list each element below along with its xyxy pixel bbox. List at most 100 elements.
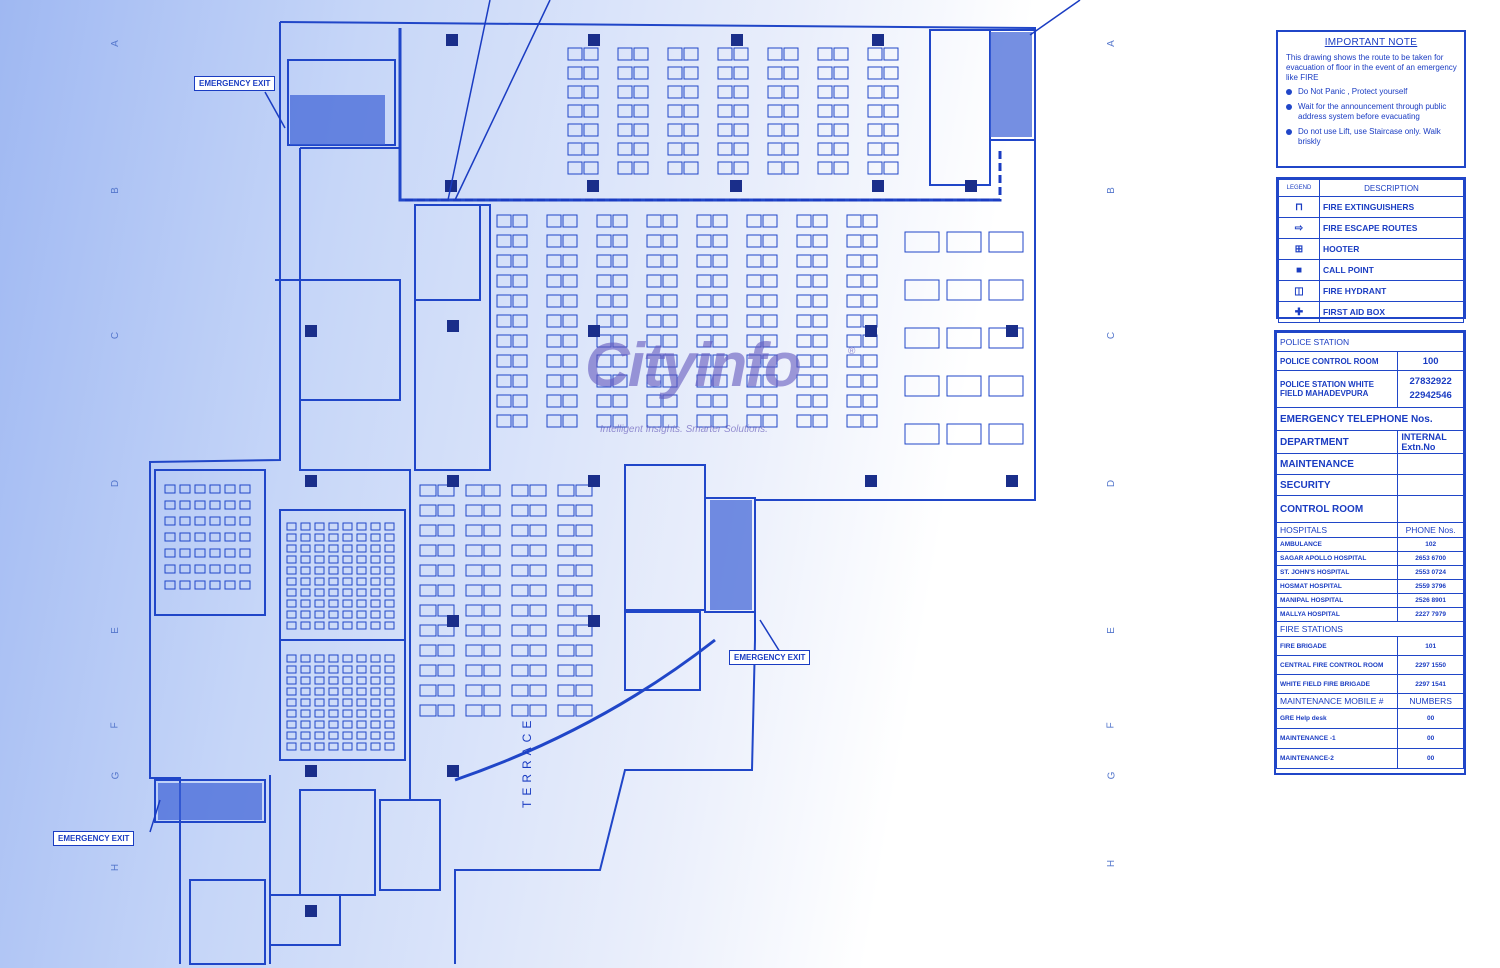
seat [384,709,395,718]
workstation [617,142,633,156]
workstation [575,644,593,657]
workstation [557,684,575,697]
seat [314,720,325,729]
fire-station-name: FIRE BRIGADE [1275,636,1399,656]
workstation [612,214,628,228]
seat [370,742,381,751]
workstation [662,234,678,248]
note-bullet: Do not use Lift, use Staircase only. Wal… [1286,127,1458,147]
workstation [867,161,883,175]
workstation [633,66,649,80]
hospital-name: AMBULANCE [1275,537,1399,552]
seat [384,522,395,531]
workstation [796,354,812,368]
workstation [712,334,728,348]
workstation [717,66,733,80]
workstation [496,414,512,428]
workstation [646,234,662,248]
seat [300,599,311,608]
workstation [783,161,799,175]
workstation [557,584,575,597]
workstation [883,47,899,61]
police-station-label: POLICE STATION WHITE FIELD MAHADEVPURA [1275,370,1399,408]
seat [384,698,395,707]
seat [356,742,367,751]
workstation [419,644,437,657]
seat [300,555,311,564]
workstation [746,294,762,308]
workstation [557,664,575,677]
workstation [496,394,512,408]
seat [314,599,325,608]
seat [370,665,381,674]
seat [342,654,353,663]
workstation [596,314,612,328]
workstation [883,123,899,137]
workstation [833,142,849,156]
workstation [662,414,678,428]
seat [370,731,381,740]
seat [224,532,236,542]
workstation [633,123,649,137]
seat [370,555,381,564]
workstation [567,104,583,118]
seat [314,522,325,531]
seat [239,532,251,542]
workstation-cluster [946,375,982,397]
workstation [646,214,662,228]
seat [314,687,325,696]
workstation [546,414,562,428]
workstation [511,704,529,717]
legend-label: HOOTER [1319,238,1464,260]
seat [164,548,176,558]
seat [370,698,381,707]
seat [342,709,353,718]
seat [209,580,221,590]
workstation [812,334,828,348]
call-point-icon: ■ [1278,259,1320,281]
seat [179,484,191,494]
workstation [512,334,528,348]
workstation [683,123,699,137]
workstation [567,66,583,80]
seat [328,731,339,740]
workstation [612,274,628,288]
seat [328,522,339,531]
workstation [733,104,749,118]
seat [314,665,325,674]
workstation [812,394,828,408]
workstation [465,544,483,557]
workstation [662,274,678,288]
workstation [437,704,455,717]
seat [286,654,297,663]
workstation [512,394,528,408]
seat [286,522,297,531]
workstation [817,123,833,137]
workstation [662,334,678,348]
seat [314,654,325,663]
workstation [796,334,812,348]
seat [194,500,206,510]
workstation-cluster [904,423,940,445]
legend-row: ⊓FIRE EXTINGUISHERS [1278,196,1464,218]
logo-registered-mark: ® [848,346,856,357]
workstation [662,214,678,228]
workstation-cluster [946,279,982,301]
workstation [465,584,483,597]
workstation [833,104,849,118]
seat [300,588,311,597]
workstation [596,354,612,368]
hospital-name-number: 2653 6700 [1397,551,1464,566]
workstation [712,234,728,248]
workstation [712,274,728,288]
seat [286,577,297,586]
workstation [812,314,828,328]
seat [342,533,353,542]
seat [224,516,236,526]
important-note-title: IMPORTANT NOTE [1324,37,1418,48]
seat [314,676,325,685]
seat [342,544,353,553]
seat [328,665,339,674]
